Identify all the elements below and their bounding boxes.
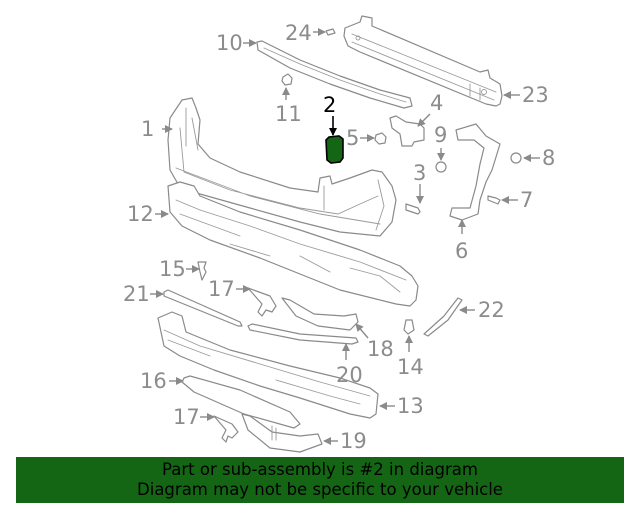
callout-16[interactable]: 16 (140, 369, 167, 393)
callout-15[interactable]: 15 (159, 257, 186, 281)
callout-6[interactable]: 6 (455, 239, 469, 263)
part-5-nut[interactable] (374, 132, 387, 145)
part-17-bracket-upper[interactable] (247, 287, 277, 317)
part-2-highlighted[interactable] (325, 135, 344, 164)
callout-14[interactable]: 14 (397, 355, 424, 379)
callout-10[interactable]: 10 (216, 31, 243, 55)
callout-18[interactable]: 18 (367, 337, 394, 361)
callout-8[interactable]: 8 (542, 146, 556, 170)
callout-5[interactable]: 5 (346, 126, 360, 150)
part-14-bolt[interactable] (403, 319, 415, 335)
part-15-push-pin[interactable] (197, 261, 207, 281)
part-11-clip[interactable] (281, 73, 293, 86)
part-info-banner: Part or sub-assembly is #2 in diagram Di… (16, 457, 624, 503)
part-22-side-trim[interactable] (423, 297, 463, 337)
banner-line-disclaimer: Diagram may not be specific to your vehi… (137, 480, 503, 499)
part-21-strip[interactable] (163, 289, 243, 327)
part-3-screw[interactable] (405, 203, 421, 215)
callout-21[interactable]: 21 (123, 282, 150, 306)
part-4-bracket[interactable] (389, 115, 425, 147)
callout-17-upper[interactable]: 17 (208, 277, 235, 301)
banner-line-part-number: Part or sub-assembly is #2 in diagram (162, 460, 478, 479)
part-12-lower-bumper[interactable] (167, 181, 419, 307)
part-20-strip[interactable] (247, 323, 359, 345)
callout-1[interactable]: 1 (141, 117, 155, 141)
callout-19[interactable]: 19 (340, 429, 367, 453)
callout-4[interactable]: 4 (430, 91, 444, 115)
part-9-clip[interactable] (435, 161, 447, 173)
part-17-bracket-lower[interactable] (213, 415, 239, 443)
callout-9[interactable]: 9 (434, 123, 448, 147)
callout-7[interactable]: 7 (520, 188, 534, 212)
part-7-screw[interactable] (487, 195, 501, 205)
callout-13[interactable]: 13 (397, 394, 424, 418)
callout-11[interactable]: 11 (275, 102, 302, 126)
part-19-trim[interactable] (241, 413, 323, 453)
part-8-clip[interactable] (510, 152, 522, 164)
part-16-skid-plate[interactable] (181, 375, 301, 429)
callout-20[interactable]: 20 (336, 363, 363, 387)
callout-23[interactable]: 23 (522, 83, 549, 107)
part-18-trim[interactable] (281, 297, 359, 331)
part-10-upper-strip[interactable] (256, 40, 413, 109)
callout-12[interactable]: 12 (127, 202, 154, 226)
part-1-bumper-cover[interactable] (167, 97, 397, 237)
callout-17-lower[interactable]: 17 (173, 405, 200, 429)
callout-24[interactable]: 24 (285, 21, 312, 45)
part-24-screw[interactable] (325, 28, 336, 36)
callout-22[interactable]: 22 (478, 298, 505, 322)
callout-3[interactable]: 3 (413, 161, 427, 185)
part-6-side-bracket[interactable] (449, 123, 501, 221)
part-23-reinforcement-beam[interactable] (343, 15, 503, 107)
callout-2-highlighted[interactable]: 2 (323, 93, 337, 117)
part-13-lower-valance[interactable] (157, 311, 379, 419)
